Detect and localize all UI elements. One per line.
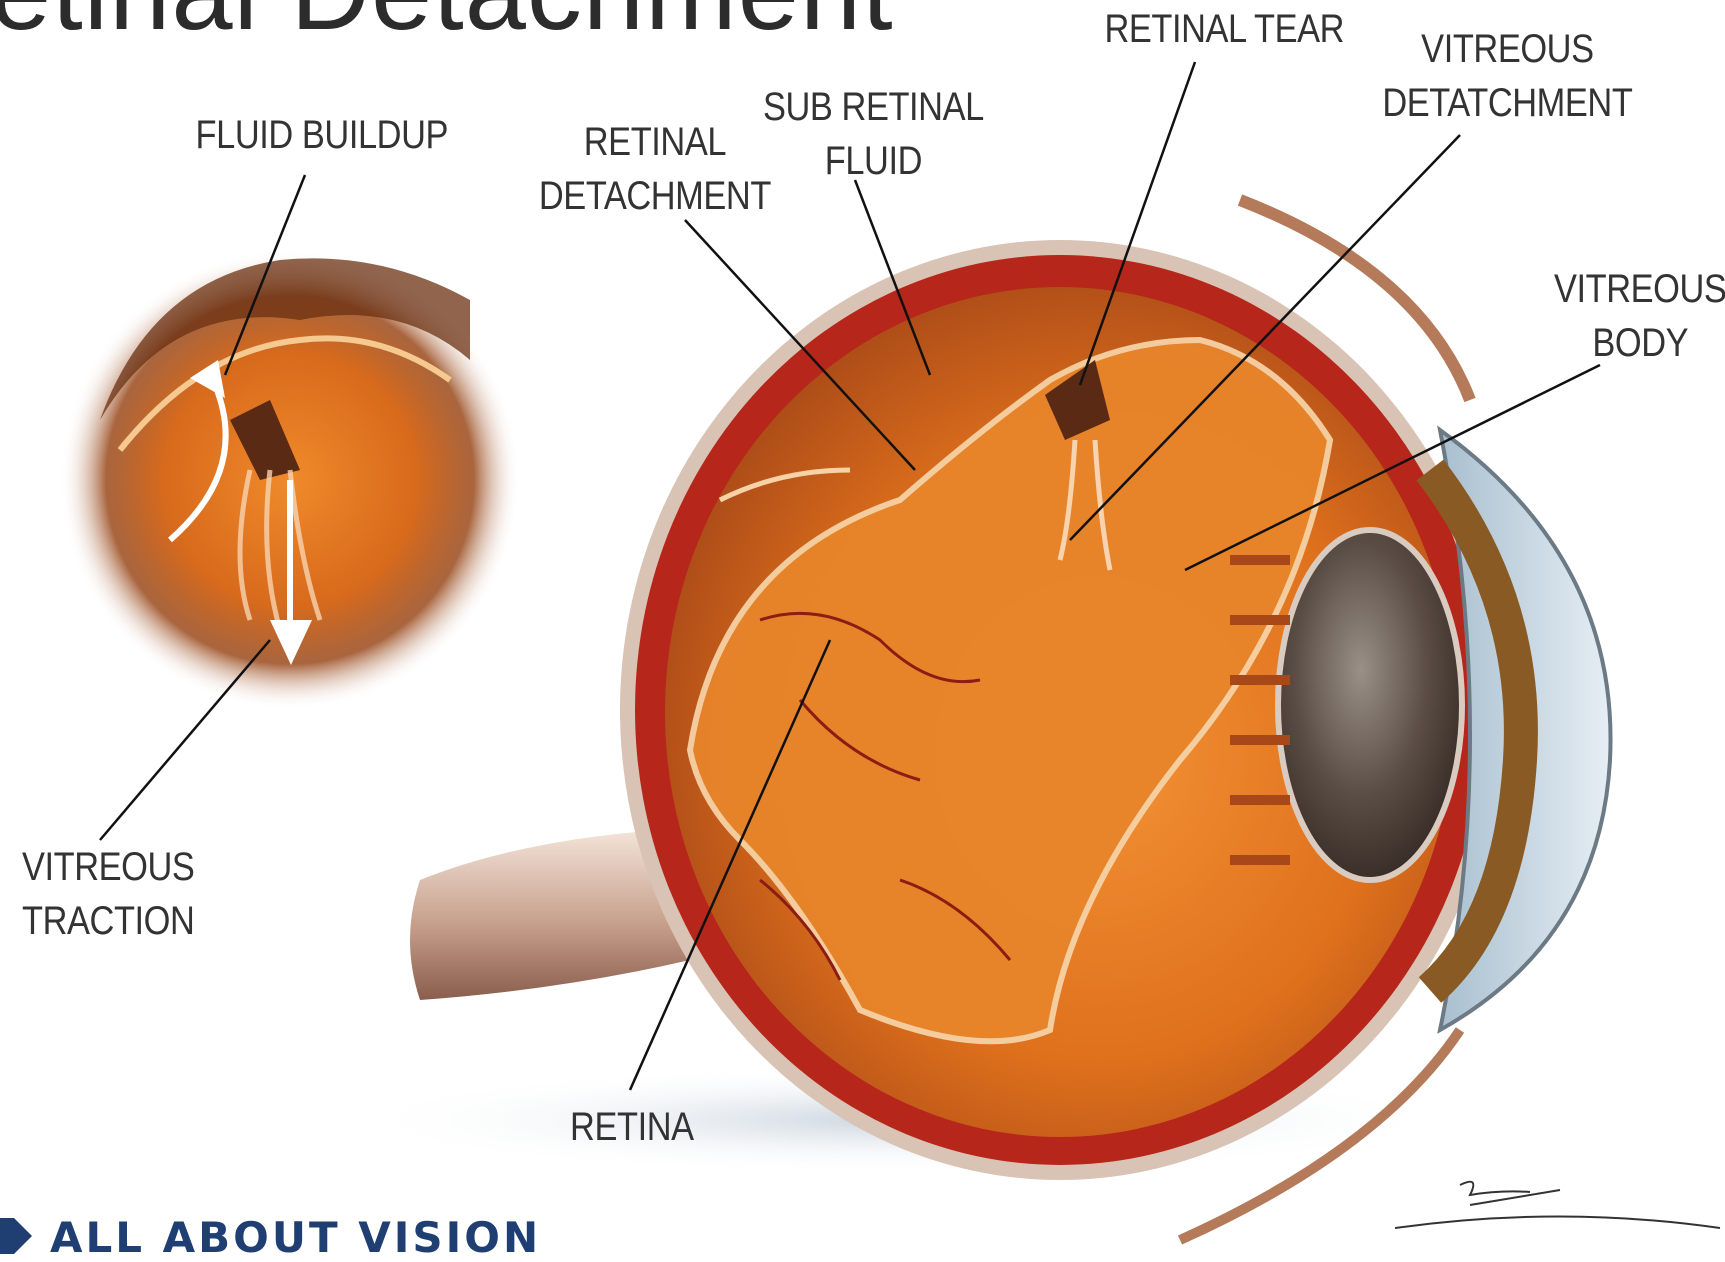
brand-name: ALL ABOUT VISION [50, 1213, 541, 1262]
label-retina: RETINA [570, 1100, 694, 1154]
label-fluid-buildup: FLUID BUILDUP [196, 108, 448, 162]
brand-logo: ALL ABOUT VISION [36, 1212, 541, 1262]
label-sub-retinal-fluid: SUB RETINAL FLUID [763, 80, 984, 188]
artist-signature-icon [1395, 1182, 1720, 1228]
inset-magnified-view [60, 250, 520, 710]
label-vitreous-body: VITREOUS BODY [1554, 262, 1725, 370]
diagram-title: etinal Detachment [0, 0, 894, 55]
label-retinal-tear: RETINAL TEAR [1104, 2, 1344, 56]
brand-chevron-icon [0, 1218, 32, 1254]
label-vitreous-traction: VITREOUS TRACTION [22, 840, 194, 948]
label-retinal-detachment: RETINAL DETACHMENT [539, 115, 771, 223]
label-vitreous-detachment: VITREOUS DETATCHMENT [1382, 22, 1632, 130]
lens [1278, 530, 1462, 880]
